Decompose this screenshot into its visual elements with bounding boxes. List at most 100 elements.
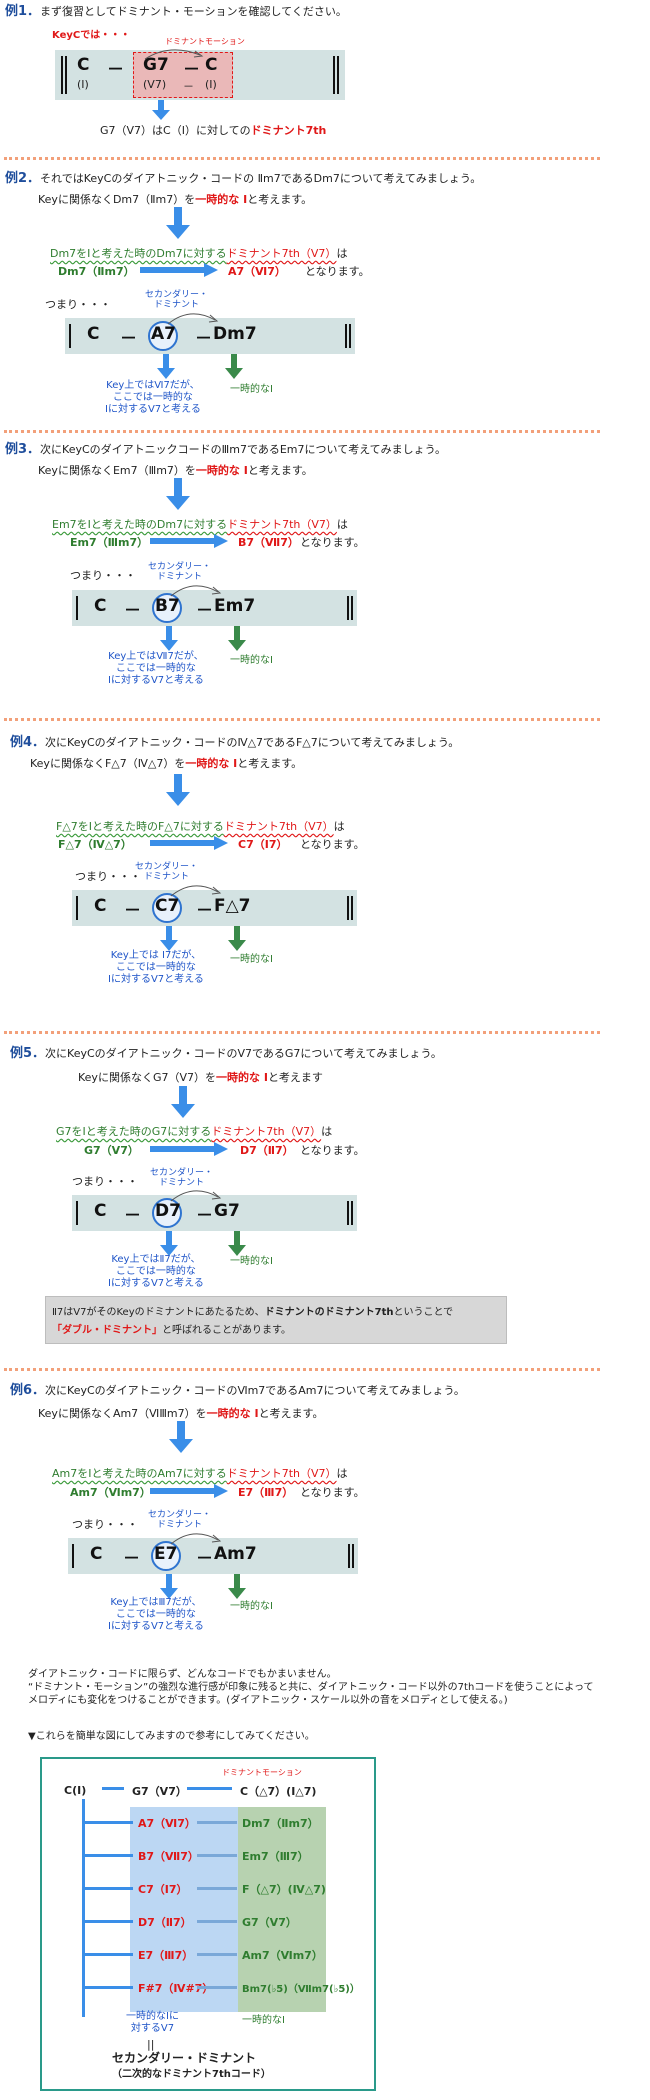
ex6-chord-target: Am7 [214, 1544, 257, 1564]
ex5-temp: 一時的なⅠ [230, 1256, 273, 1267]
ex2-dash1: － [120, 329, 137, 349]
ex6-blue-down [160, 1574, 178, 1599]
ex5-l1a: Keyに関係なくG7（Ⅴ7）を [78, 1071, 216, 1084]
ex2-n2: ここでは一時的な [112, 392, 193, 403]
ex6-tsumari: つまり・・・ [72, 1518, 138, 1531]
ex1-caption-b: ドミナント7th [250, 124, 327, 137]
ex2-line2: Dm7をⅠと考えた時のDm7に対するドミナント7th（Ⅴ7）は [50, 245, 347, 261]
ex4-down-arrow [166, 774, 190, 806]
ex1-roman-1b: (Ⅰ) [205, 78, 217, 91]
ex4-curve-arrow [170, 885, 222, 897]
ex3-from: Em7（Ⅲm7） [70, 536, 149, 549]
ex2-green-down [225, 354, 243, 379]
diagram-left-4: E7（Ⅲ7） [138, 1949, 194, 1962]
ex5-dash1: － [124, 1206, 141, 1226]
ex5-bar-right2 [347, 1201, 349, 1225]
ex3-to: B7（Ⅶ7） [238, 536, 299, 549]
ex6-l2b: ドミナント7th（Ⅴ7） [226, 1467, 337, 1480]
ex5-intro: 次にKeyCのダイアトニック・コードのⅤ7であるG7について考えてみましょう。 [45, 1047, 442, 1060]
ex4-right-arrow [150, 836, 228, 850]
ex6-heading: 例6．次にKeyCのダイアトニック・コードのⅥm7であるAm7について考えてみま… [10, 1379, 465, 1398]
diagram-ctarget: C（△7）(Ⅰ△7) [240, 1785, 317, 1798]
diagram-left-5: F#7（Ⅳ#7） [138, 1982, 214, 1995]
ex1-key-label: KeyCでは・・・ [52, 30, 131, 41]
ex3-right-arrow [150, 534, 228, 548]
ex5-l2c: は [321, 1125, 333, 1138]
ex2-bar-left [69, 324, 71, 348]
ex2-sec2: ドミナント [154, 300, 200, 310]
ex2-down-arrow [166, 207, 190, 239]
ex6-curve-arrow [170, 1533, 222, 1545]
diagram-green-band [238, 1807, 326, 2012]
ex5-sec1: セカンダリー・ [150, 1168, 214, 1178]
ex4-chord-secondary: C7 [155, 896, 180, 916]
ex6-n3: Ⅰに対するⅤ7と考える [108, 1621, 204, 1632]
ex6-dash1: － [123, 1549, 140, 1569]
ex2-chord-target: Dm7 [213, 324, 257, 344]
ex4-n1: Key上では Ⅰ7だが、 [110, 950, 202, 961]
ex3-circle [152, 593, 182, 623]
ex5-grey2b: と呼ばれることがあります。 [162, 1325, 291, 1336]
ex2-l1c: と考えます。 [247, 193, 313, 206]
ex2-tsumari: つまり・・・ [45, 298, 111, 311]
ex2-temp: 一時的なⅠ [230, 384, 273, 395]
diagram-mid-arrow-4 [197, 1953, 237, 1956]
ex6-n2: ここでは一時的な [115, 1609, 196, 1620]
ex1-roman-v7: (Ⅴ7) [143, 78, 167, 91]
ex4-line2: F△7をⅠと考えた時のF△7に対するドミナント7th（Ⅴ7）は [56, 818, 345, 834]
diagram-vertical-line [82, 1799, 85, 2017]
ex4-l2a: F△7をⅠと考えた時のF△7に対する [56, 820, 224, 833]
ex6-chord-secondary: E7 [154, 1544, 178, 1564]
diagram-root: C(Ⅰ) [64, 1784, 87, 1797]
ex2-line1: Keyに関係なくDm7（Ⅱm7）を一時的な Ⅰと考えます。 [38, 191, 312, 207]
ex6-line1: Keyに関係なくAm7（ⅥⅢm7）を一時的な Ⅰと考えます。 [38, 1405, 323, 1421]
ex6-title: 例6． [10, 1383, 46, 1398]
ex6-bar-left [72, 1544, 74, 1568]
ex5-dash2: － [196, 1206, 213, 1226]
ex2-bar-right [349, 324, 351, 348]
diagram-right-1: Em7（Ⅲ7） [242, 1850, 309, 1863]
ex2-right-arrow [140, 263, 218, 277]
ex3-l1a: Keyに関係なくEm7（Ⅲm7）を [38, 464, 196, 477]
ex5-bar-left [76, 1201, 78, 1225]
ex6-secondary-label: セカンダリー・ドミナント [148, 1510, 211, 1530]
ex1-bar-right2 [333, 56, 335, 94]
ex5-l2b: ドミナント7th（Ⅴ7） [211, 1125, 322, 1138]
ex3-l1b: 一時的な Ⅰ [195, 464, 248, 477]
ex3-bar-right2 [347, 596, 349, 620]
ex3-line2: Em7をⅠと考えた時のDm7に対するドミナント7th（Ⅴ7）は [52, 516, 348, 532]
ex6-green-down [228, 1574, 246, 1599]
ex2-l1a: Keyに関係なくDm7（Ⅱm7）を [38, 193, 196, 206]
divider-5 [4, 1368, 600, 1371]
ex3-l2a: Em7をⅠと考えた時のDm7に対する [52, 518, 228, 531]
ex4-l1c: と考えます。 [237, 757, 303, 770]
ex3-green-down [228, 626, 246, 651]
ex5-bar-right [351, 1201, 353, 1225]
ex4-circle [152, 893, 182, 923]
ex4-dash1: － [124, 901, 141, 921]
ex4-bar-left [76, 896, 78, 920]
diagram-final1: セカンダリー・ドミナント [112, 2051, 257, 2065]
ex3-title: 例3． [5, 442, 41, 457]
ex5-circle [152, 1198, 182, 1228]
ex6-l1b: 一時的な Ⅰ [206, 1407, 259, 1420]
ex6-l2c: は [336, 1467, 348, 1480]
ex6-line2: Am7をⅠと考えた時のAm7に対するドミナント7th（Ⅴ7）は [52, 1465, 348, 1481]
ex3-bar-left [76, 596, 78, 620]
ex5-grey1c: ということで [393, 1307, 454, 1318]
ex6-sec1: セカンダリー・ [148, 1510, 212, 1520]
diagram-right-5: Bm7(♭5)（Ⅶm7(♭5)） [242, 1984, 360, 1995]
ex5-tail: となります。 [300, 1144, 365, 1157]
divider-3 [4, 718, 600, 721]
ex4-tsumari: つまり・・・ [75, 870, 141, 883]
ex6-l1c: と考えます。 [258, 1407, 324, 1420]
diagram-bl2: 対するⅤ7 [130, 2023, 175, 2034]
diagram-bl1: 一時的なⅠに [126, 2011, 179, 2022]
ex4-n2: ここでは一時的な [115, 962, 196, 973]
ex4-l1b: 一時的な Ⅰ [185, 757, 238, 770]
ex3-n2: ここでは一時的な [115, 663, 196, 674]
ex6-n1: Key上ではⅢ7だが、 [110, 1597, 202, 1608]
ex3-sec1: セカンダリー・ [148, 562, 212, 572]
